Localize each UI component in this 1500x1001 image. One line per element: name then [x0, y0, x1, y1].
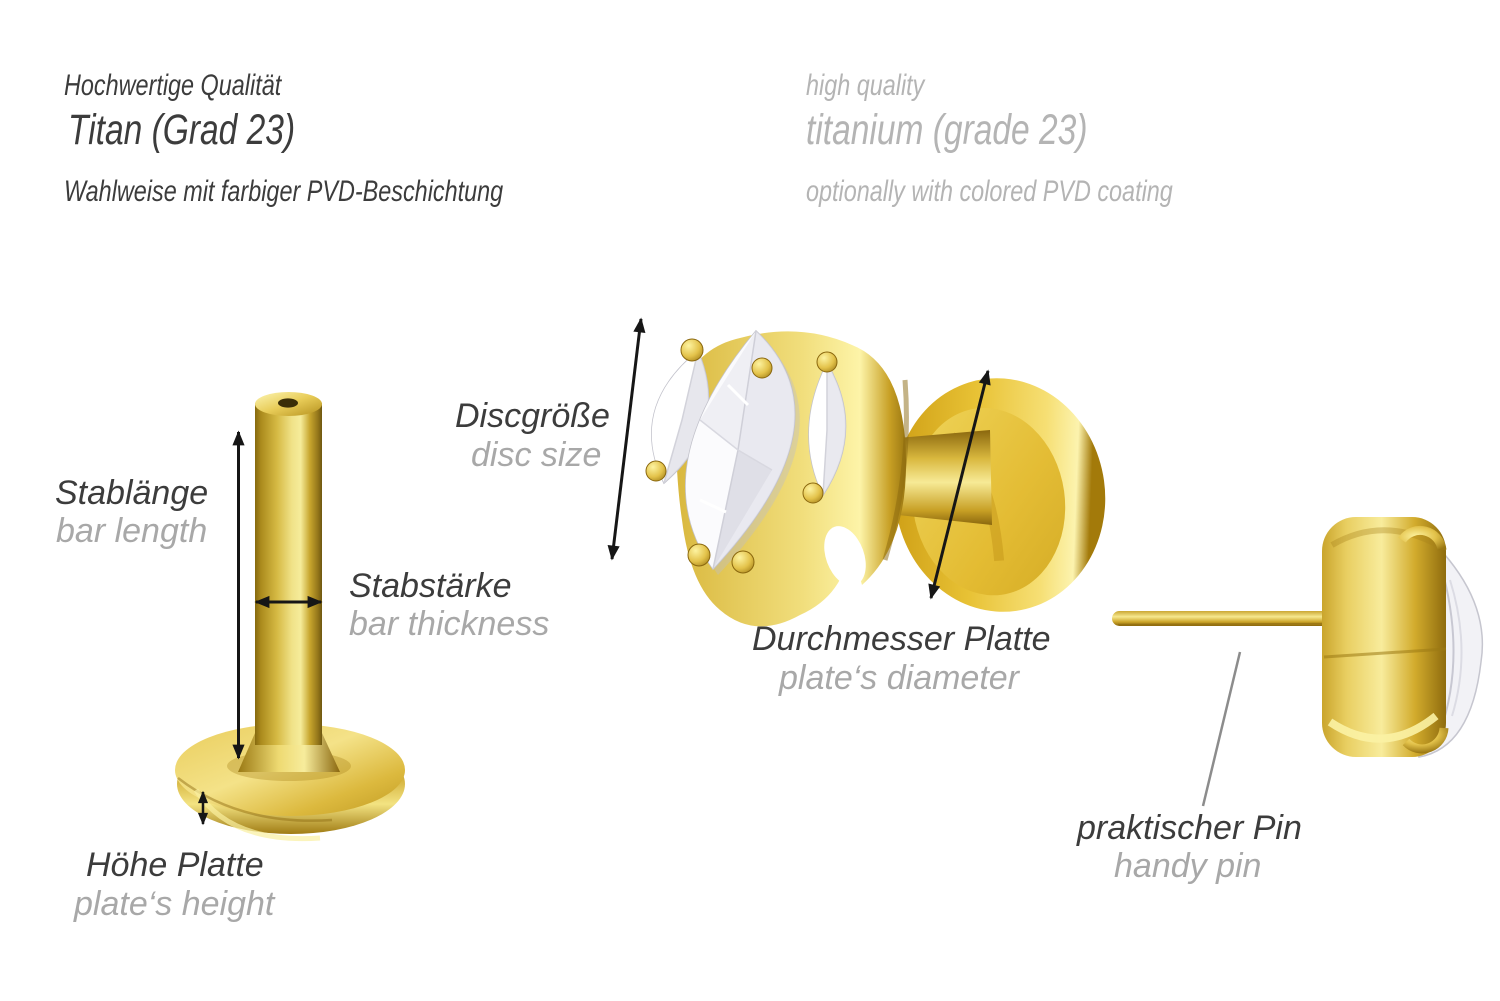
label-bar-thickness-en: bar thickness [349, 605, 550, 643]
setting-bottom-highlight [1327, 712, 1439, 743]
header-de-coating: Wahlweise mit farbiger PVD-Beschichtung [64, 175, 504, 208]
label-handy-pin-de: praktischer Pin [1077, 809, 1302, 847]
header-de-material: Titan (Grad 23) [68, 106, 296, 154]
label-plate-diameter-en: plate‘s diameter [779, 659, 1020, 697]
label-plate-height-en: plate‘s height [74, 885, 275, 923]
labret-bar [255, 403, 322, 745]
label-bar-length-en: bar length [56, 512, 208, 550]
side-prong-bottom [1402, 727, 1449, 754]
label-disc-size-de: Discgröße [455, 397, 610, 435]
label-bar-thickness-de: Stabstärke [349, 567, 512, 605]
handy-pin-rod [1112, 611, 1330, 626]
pin-leader-line [1201, 651, 1242, 807]
header-en-material: titanium (grade 23) [806, 106, 1088, 154]
label-handy-pin-en: handy pin [1114, 847, 1262, 885]
side-prong-top [1398, 526, 1447, 551]
stud-attachment-figure [1112, 517, 1484, 758]
connecting-bar [898, 430, 992, 525]
marquise-crystal-right [808, 361, 847, 497]
pin-shade [1117, 622, 1327, 626]
label-plate-height-de: Höhe Platte [86, 846, 264, 884]
plate-crease [177, 777, 333, 822]
setting-body [1322, 517, 1446, 757]
dimension-arrows [197, 317, 991, 826]
assembled-stud-figure [645, 329, 1106, 627]
header-en-quality: high quality [806, 69, 925, 102]
marquise-crystal-left [651, 349, 710, 485]
disc-size-arrow [607, 317, 646, 561]
header-de-quality: Hochwertige Qualität [64, 69, 282, 102]
label-disc-size-en: disc size [471, 436, 602, 474]
crystal-prongs [645, 338, 838, 574]
header-en-coating: optionally with colored PVD coating [806, 175, 1173, 208]
head-edge-shade [882, 379, 909, 561]
head-cutout [824, 526, 866, 586]
bar-top-hole [278, 398, 298, 408]
setting-seam [1323, 647, 1447, 659]
plate-diameter-arrow [928, 369, 991, 600]
label-bar-length-de: Stablänge [55, 474, 209, 512]
label-plate-diameter-de: Durchmesser Platte [752, 620, 1051, 658]
marquise-crystal-center [685, 329, 796, 571]
setting-top-shade [1330, 527, 1438, 548]
